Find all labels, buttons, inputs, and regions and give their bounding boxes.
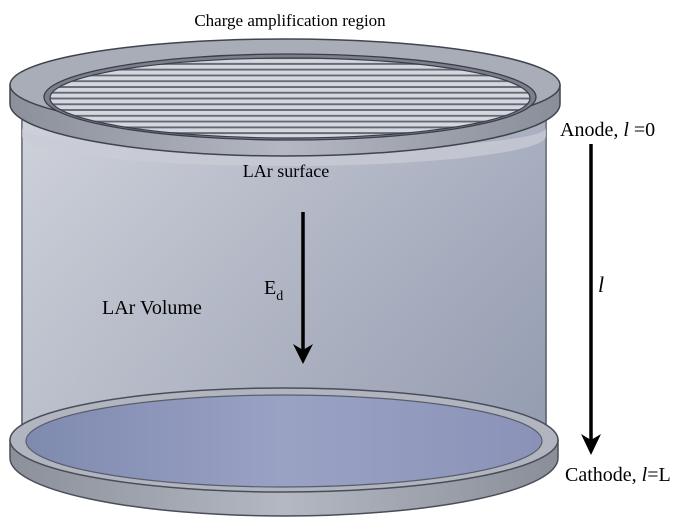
cathode-text: Cathode, bbox=[565, 464, 642, 486]
grid-wire bbox=[50, 98, 530, 104]
grid-wire bbox=[50, 64, 530, 70]
charge-amplification-label: Charge amplification region bbox=[194, 11, 386, 30]
grid-wire bbox=[50, 121, 530, 127]
anode-var: l bbox=[623, 119, 629, 141]
drift-field-label: Ed bbox=[264, 277, 283, 304]
drift-field-subscript: d bbox=[276, 289, 283, 304]
length-variable-label: l bbox=[598, 272, 604, 297]
grid-wire bbox=[50, 87, 530, 93]
grid-outline bbox=[49, 57, 531, 139]
anode-label: Anode, l =0 bbox=[560, 119, 655, 141]
grid-wire bbox=[50, 104, 530, 110]
grid-wire bbox=[50, 116, 530, 122]
vessel-rim bbox=[22, 128, 546, 166]
grid-wire bbox=[50, 127, 530, 133]
grid-wire bbox=[50, 110, 530, 116]
length-arrow-head bbox=[581, 434, 601, 455]
anode-text: Anode, bbox=[560, 119, 623, 141]
drift-field-symbol: E bbox=[264, 277, 276, 299]
anode-eq: =0 bbox=[629, 119, 655, 141]
lar-surface-label: LAr surface bbox=[243, 161, 329, 181]
grid-wire bbox=[50, 81, 530, 87]
cathode-label: Cathode, l=L bbox=[565, 464, 671, 486]
grid-wire bbox=[50, 75, 530, 81]
lar-volume-label: LAr Volume bbox=[102, 297, 202, 319]
grid-wire bbox=[50, 70, 530, 76]
drift-field-arrow-head bbox=[293, 344, 313, 364]
cathode-var: l bbox=[642, 464, 648, 486]
cathode-eq: =L bbox=[647, 464, 671, 486]
grid-wire bbox=[50, 93, 530, 99]
cathode-plate bbox=[25, 394, 543, 488]
